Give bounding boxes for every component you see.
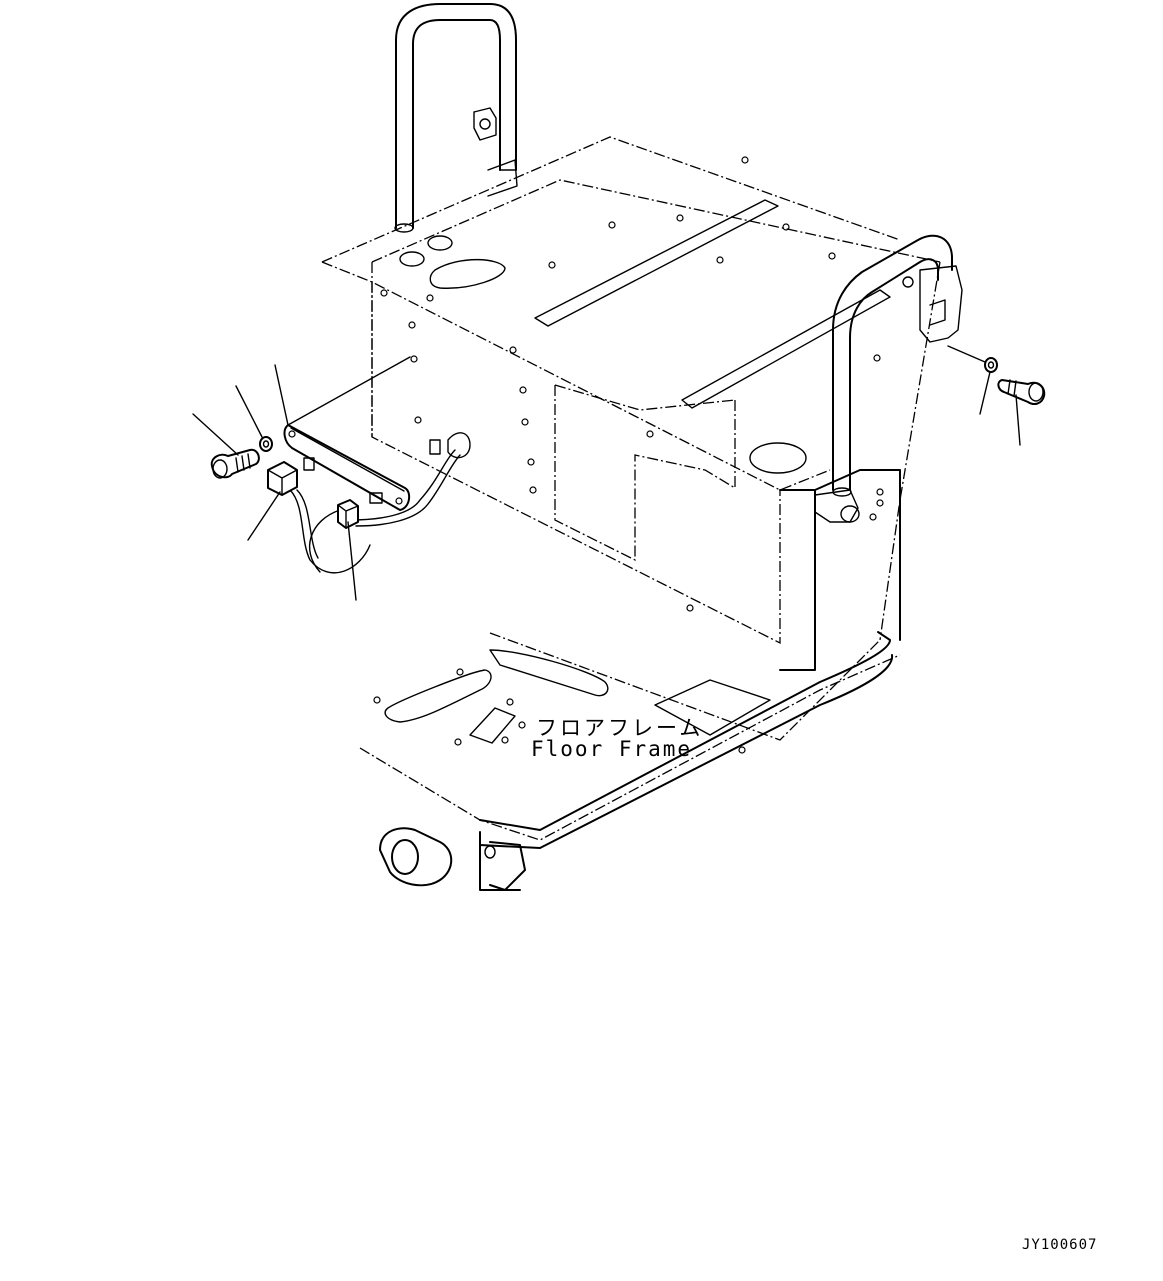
- floor-frame: [359, 631, 901, 891]
- grab-handle-left: [394, 3, 518, 233]
- bolt-left: [210, 436, 273, 479]
- wire-harness: [267, 449, 461, 574]
- mounting-plate: [283, 424, 411, 511]
- grab-handle-right: [814, 234, 963, 523]
- housing-box: [321, 136, 941, 671]
- floor-frame-label-en: Floor Frame: [531, 737, 693, 761]
- leader-lines: [192, 345, 1021, 601]
- floor-frame-label-jp: フロアフレーム: [536, 716, 704, 740]
- drawing-number: JY100607: [1022, 1237, 1098, 1253]
- bolt-right: [984, 357, 1046, 405]
